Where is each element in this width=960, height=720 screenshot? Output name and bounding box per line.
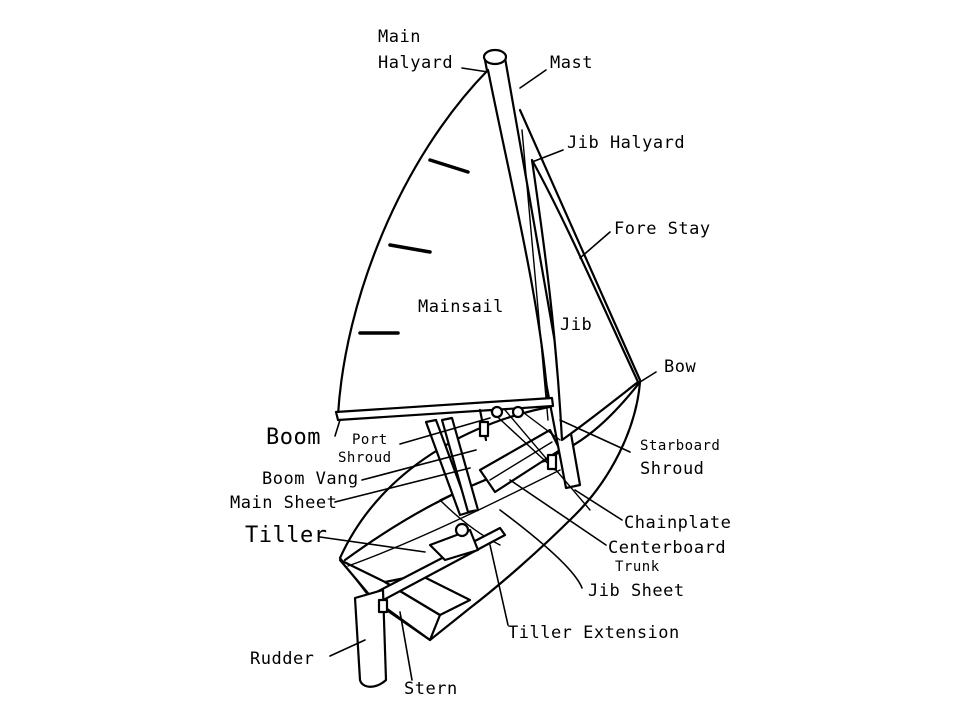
boom <box>334 396 555 422</box>
label-main-halyard-2: Halyard <box>378 53 453 73</box>
leader-lines <box>319 67 657 681</box>
fore-stay <box>518 108 642 382</box>
label-starboard-shroud-1: Starboard <box>640 438 720 454</box>
rudder <box>353 588 389 688</box>
stern-transom <box>338 558 442 642</box>
jib-sail <box>530 158 640 442</box>
gunwale <box>347 469 561 567</box>
label-rudder: Rudder <box>250 649 314 669</box>
label-starboard-shroud-2: Shroud <box>640 459 704 479</box>
labels: Main Halyard Mast Jib Halyard Fore Stay … <box>230 27 731 699</box>
label-port-shroud-2: Shroud <box>338 450 392 466</box>
label-stern: Stern <box>404 679 458 699</box>
battens <box>358 158 470 335</box>
label-jib-sheet: Jib Sheet <box>588 581 685 601</box>
label-jib-halyard: Jib Halyard <box>567 133 685 153</box>
label-tiller-extension: Tiller Extension <box>508 623 680 643</box>
label-mainsail: Mainsail <box>418 297 504 317</box>
jib-halyard-line <box>521 129 549 421</box>
label-boom-vang: Boom Vang <box>262 469 359 489</box>
label-centerboard-trunk-2: Trunk <box>615 559 660 575</box>
label-main-halyard-1: Main <box>378 27 421 47</box>
label-fore-stay: Fore Stay <box>614 219 711 239</box>
rigging <box>424 405 591 517</box>
label-mast: Mast <box>550 53 593 73</box>
label-main-sheet: Main Sheet <box>230 493 337 513</box>
label-centerboard-trunk-1: Centerboard <box>608 538 726 558</box>
label-bow: Bow <box>664 357 696 377</box>
label-port-shroud-1: Port <box>352 432 388 448</box>
label-jib: Jib <box>560 315 592 335</box>
label-tiller: Tiller <box>245 523 327 548</box>
tiller <box>363 522 507 608</box>
label-boom: Boom <box>266 425 321 450</box>
label-chainplate: Chainplate <box>624 513 731 533</box>
